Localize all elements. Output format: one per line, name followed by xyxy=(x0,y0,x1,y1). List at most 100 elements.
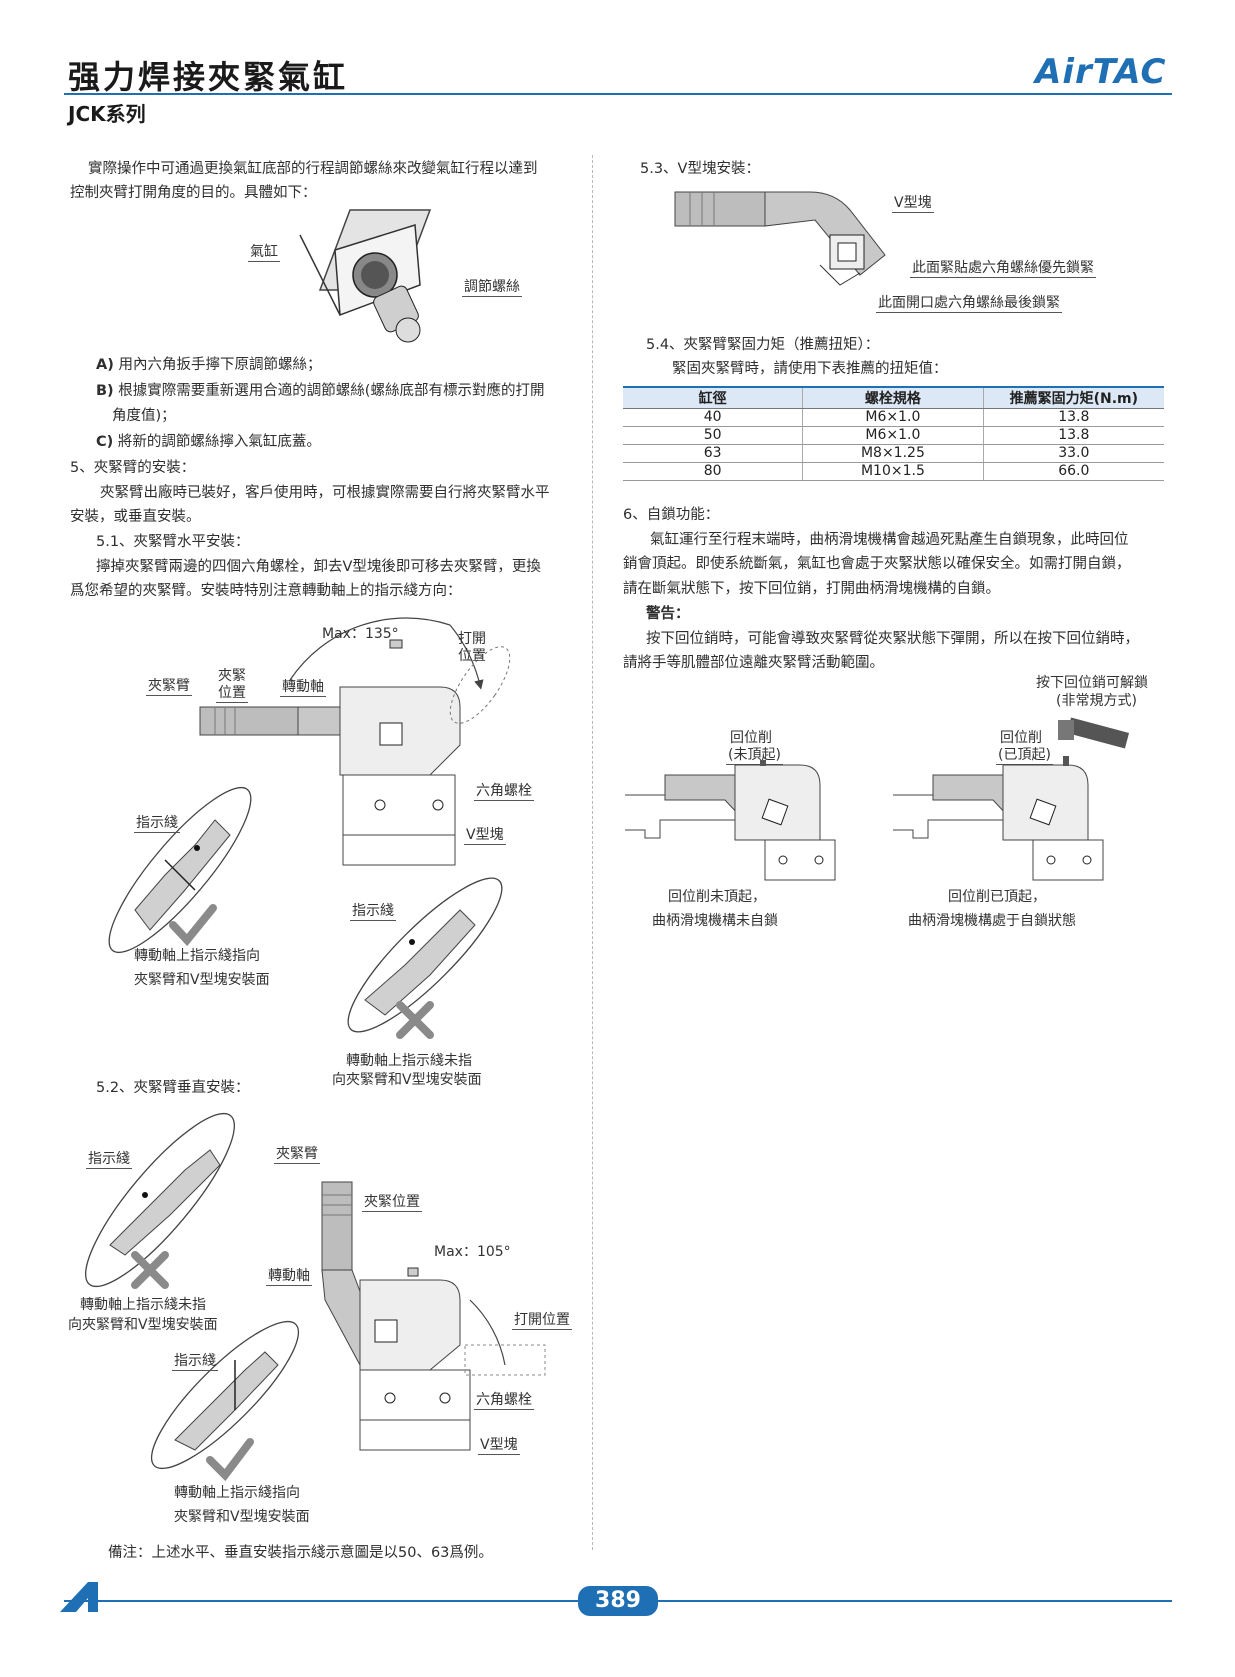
caption-ok-3: 轉動軸上指示綫指向 xyxy=(174,1485,300,1501)
step-b: B) 根據實際需要重新選用合適的調節螺絲(螺絲底部有標示對應的打開 xyxy=(96,383,545,399)
caption-ng-4: 向夾緊臂和V型塊安裝面 xyxy=(68,1317,218,1333)
label-tighten-first: 此面緊貼處六角螺絲優先鎖緊 xyxy=(910,257,1096,278)
table-cell: 33.0 xyxy=(982,444,1164,463)
brand-mark-icon xyxy=(60,1582,98,1612)
adjust-screw-diagram xyxy=(299,209,432,343)
label-open-2: 位置 xyxy=(458,648,486,664)
note: 備注：上述水平、垂直安裝指示綫示意圖是以50、63爲例。 xyxy=(108,1545,493,1561)
label-adjust-screw: 調節螺絲 xyxy=(462,276,522,297)
label-clamp-pos-v: 夾緊位置 xyxy=(362,1191,422,1212)
label-v-block: V型塊 xyxy=(464,824,506,845)
label-press-1: 按下回位銷可解鎖 xyxy=(1036,675,1148,691)
section-6-line-3: 請在斷氣狀態下，按下回位銷，打開曲柄滑塊機構的自鎖。 xyxy=(623,581,1000,597)
section-5-1-line-2: 爲您希望的夾緊臂。安裝時特別注意轉動軸上的指示綫方向： xyxy=(70,583,462,599)
pin-not-raised-diagram xyxy=(625,760,836,881)
page-number: 389 xyxy=(578,1586,658,1616)
label-clamp-arm-v: 夾緊臂 xyxy=(274,1143,320,1164)
vertical-install-diagram xyxy=(321,1181,546,1451)
table-cell: 80 xyxy=(623,462,803,481)
label-press-2: (非常規方式) xyxy=(1056,693,1137,709)
label-indicator-4: 指示綫 xyxy=(172,1350,218,1371)
indicator-correct-diagram xyxy=(108,786,252,954)
section-5-4-title: 5.4、夾緊臂緊固力矩（推薦扭矩）： xyxy=(646,337,880,353)
caption-ok-1: 轉動軸上指示綫指向 xyxy=(134,948,260,964)
header-rule xyxy=(64,93,1172,95)
label-pin-b-1: 回位削 xyxy=(1000,730,1042,746)
v-block-diagram xyxy=(674,191,886,286)
section-6-title: 6、自鎖功能： xyxy=(623,507,720,523)
caption-ng-3: 轉動軸上指示綫未指 xyxy=(80,1297,206,1313)
section-6-line-2: 銷會頂起。即使系統斷氣，氣缸也會處于夾緊狀態以確保安全。如需打開自鎖， xyxy=(623,556,1131,572)
caption-ok-4: 夾緊臂和V型塊安裝面 xyxy=(174,1509,310,1525)
label-indicator-1: 指示綫 xyxy=(134,812,180,833)
label-hex-bolt-v: 六角螺栓 xyxy=(474,1389,534,1410)
label-indicator-2: 指示綫 xyxy=(350,900,396,921)
caption-pin-b-1: 回位削已頂起， xyxy=(948,889,1046,905)
table-cell: M6×1.0 xyxy=(802,426,984,445)
label-clamp-pos-1: 夾緊 xyxy=(218,668,246,684)
warning-line-1: 按下回位銷時，可能會導致夾緊臂從夾緊狀態下彈開，所以在按下回位銷時， xyxy=(646,631,1139,647)
table-cell: 63 xyxy=(623,444,803,463)
intro-line-1: 實際操作中可通過更換氣缸底部的行程調節螺絲來改變氣缸行程以達到 xyxy=(88,161,538,177)
label-clamp-arm: 夾緊臂 xyxy=(146,675,192,696)
label-open-1: 打開 xyxy=(458,631,486,647)
table-cell: 50 xyxy=(623,426,803,445)
indicator-wrong-diagram xyxy=(347,877,503,1039)
caption-pin-a-1: 回位削未頂起， xyxy=(668,889,766,905)
caption-ng-1: 轉動軸上指示綫未指 xyxy=(346,1053,472,1069)
column-divider xyxy=(592,155,593,1550)
label-open-pos-v: 打開位置 xyxy=(512,1309,572,1330)
series-title: JCK系列 xyxy=(68,102,146,126)
label-clamp-pos-2: 位置 xyxy=(216,682,248,703)
section-5-title: 5、夾緊臂的安裝： xyxy=(70,460,196,476)
caption-pin-b-2: 曲柄滑塊機構處于自鎖狀態 xyxy=(908,913,1076,929)
section-5-line-1: 夾緊臂出廠時已裝好，客戶使用時，可根據實際需要自行將夾緊臂水平 xyxy=(100,485,550,501)
brand-logo: AirTAC xyxy=(1035,52,1167,92)
section-6-line-1: 氣缸運行至行程末端時，曲柄滑塊機構會越過死點產生自鎖現象，此時回位 xyxy=(650,532,1129,548)
table-cell: M10×1.5 xyxy=(802,462,984,481)
section-5-1-title: 5.1、夾緊臂水平安裝： xyxy=(96,534,250,550)
section-5-1-line-1: 擰掉夾緊臂兩邊的四個六角螺栓，卸去V型塊後即可移去夾緊臂，更換 xyxy=(96,559,541,575)
label-cylinder: 氣缸 xyxy=(248,241,280,262)
vertical-indicator-correct xyxy=(150,1320,300,1482)
section-5-4-text: 緊固夾緊臂時，請使用下表推薦的扭矩值： xyxy=(672,361,948,377)
horizontal-install-diagram xyxy=(199,617,511,866)
label-tighten-last: 此面開口處六角螺絲最後鎖緊 xyxy=(876,292,1062,313)
section-5-line-2: 安裝，或垂直安裝。 xyxy=(70,509,201,525)
table-header: 缸徑 xyxy=(623,386,803,409)
label-hex-bolt: 六角螺栓 xyxy=(474,780,534,801)
label-max-105: Max：105° xyxy=(434,1244,511,1260)
table-cell: M6×1.0 xyxy=(802,408,984,427)
caption-ng-2: 向夾緊臂和V型塊安裝面 xyxy=(332,1072,482,1088)
page-title: 强力焊接夾緊氣缸 xyxy=(68,58,349,96)
table-cell: 13.8 xyxy=(982,426,1164,445)
table-header: 推薦緊固力矩(N.m) xyxy=(982,386,1164,409)
section-5-2-title: 5.2、夾緊臂垂直安裝： xyxy=(96,1080,250,1096)
label-pin-a-1: 回位削 xyxy=(730,730,772,746)
step-a: A) 用內六角扳手擰下原調節螺絲； xyxy=(96,357,322,373)
step-c: C) 將新的調節螺絲擰入氣缸底蓋。 xyxy=(96,434,321,450)
vertical-indicator-wrong xyxy=(85,1112,235,1289)
table-cell: M8×1.25 xyxy=(802,444,984,463)
label-indicator-3: 指示綫 xyxy=(86,1148,132,1169)
table-cell: 66.0 xyxy=(982,462,1164,481)
step-b-cont: 角度值)； xyxy=(112,408,176,424)
label-shaft-v: 轉動軸 xyxy=(266,1265,312,1286)
pin-raised-diagram xyxy=(893,717,1130,881)
label-max-135: Max：135° xyxy=(322,626,399,642)
warning-line-2: 請將手等肌體部位遠離夾緊臂活動範圍。 xyxy=(623,655,884,671)
caption-pin-a-2: 曲柄滑塊機構未自鎖 xyxy=(652,913,778,929)
table-cell: 13.8 xyxy=(982,408,1164,427)
table-cell: 40 xyxy=(623,408,803,427)
intro-line-2: 控制夾臂打開角度的目的。具體如下： xyxy=(70,185,317,201)
section-5-3-title: 5.3、V型塊安裝： xyxy=(640,161,760,177)
table-header: 螺栓規格 xyxy=(802,386,984,409)
caption-ok-2: 夾緊臂和V型塊安裝面 xyxy=(134,972,270,988)
label-v-block-v: V型塊 xyxy=(478,1434,520,1455)
label-shaft: 轉動軸 xyxy=(280,676,326,697)
